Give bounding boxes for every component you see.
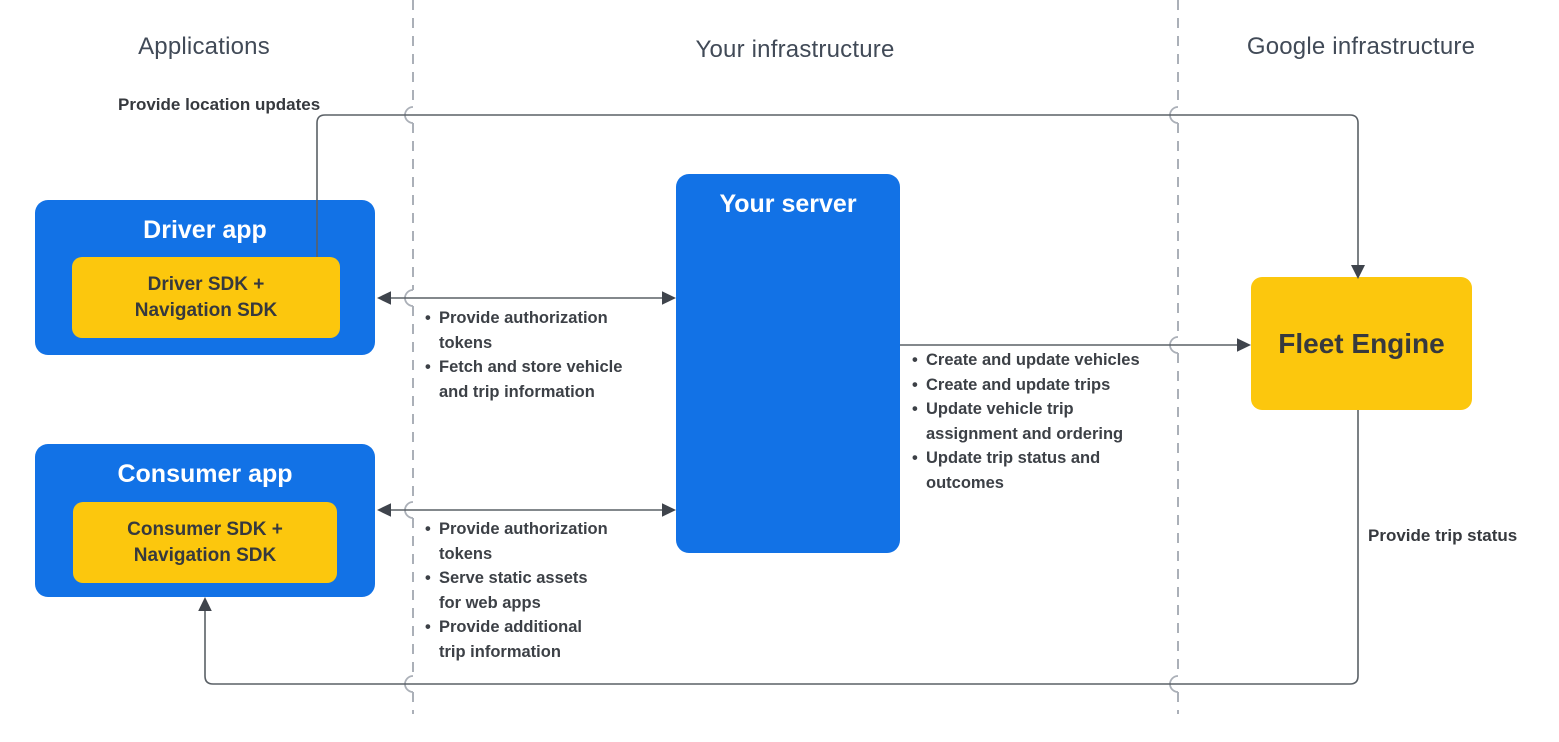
bullet-item: Update trip status and outcomes bbox=[912, 446, 1140, 495]
your-server-title: Your server bbox=[719, 190, 857, 218]
fleet-engine-node: Fleet Engine bbox=[1251, 277, 1472, 410]
bullet-item: Provide authorization tokens bbox=[425, 517, 608, 566]
edge-consumer-server bbox=[377, 503, 676, 517]
fleet-engine-title: Fleet Engine bbox=[1278, 327, 1445, 359]
column-header-your-infrastructure: Your infrastructure bbox=[695, 36, 895, 63]
consumer-sdk-node: Consumer SDK + Navigation SDK bbox=[73, 502, 337, 583]
driver-server-actions-list: Provide authorization tokensFetch and st… bbox=[425, 306, 622, 404]
consumer-app-title: Consumer app bbox=[117, 460, 293, 488]
bullet-item: Provide authorization tokens bbox=[425, 306, 622, 355]
bullet-item: Provide additional trip information bbox=[425, 615, 608, 664]
driver-sdk-node: Driver SDK + Navigation SDK bbox=[72, 257, 340, 338]
consumer-server-actions-list: Provide authorization tokensServe static… bbox=[425, 517, 608, 664]
consumer-app-node: Consumer app Consumer SDK + Navigation S… bbox=[35, 444, 375, 597]
bullet-item: Serve static assets for web apps bbox=[425, 566, 608, 615]
label-provide-trip-status: Provide trip status bbox=[1368, 526, 1518, 545]
column-header-google-infrastructure: Google infrastructure bbox=[1246, 33, 1476, 60]
bullet-item: Create and update trips bbox=[912, 373, 1140, 398]
column-divider-left bbox=[404, 0, 414, 714]
label-provide-location-updates: Provide location updates bbox=[118, 95, 321, 114]
your-server-node: Your server bbox=[676, 174, 900, 553]
driver-app-node: Driver app Driver SDK + Navigation SDK bbox=[35, 200, 375, 355]
bullet-item: Create and update vehicles bbox=[912, 348, 1140, 373]
edge-driver-server bbox=[377, 291, 676, 305]
column-header-applications: Applications bbox=[138, 33, 270, 60]
bullet-item: Fetch and store vehicle and trip informa… bbox=[425, 355, 622, 404]
bullet-item: Update vehicle trip assignment and order… bbox=[912, 397, 1140, 446]
column-divider-right bbox=[1169, 0, 1179, 714]
server-fleet-actions-list: Create and update vehiclesCreate and upd… bbox=[912, 348, 1140, 495]
driver-app-title: Driver app bbox=[143, 216, 267, 244]
